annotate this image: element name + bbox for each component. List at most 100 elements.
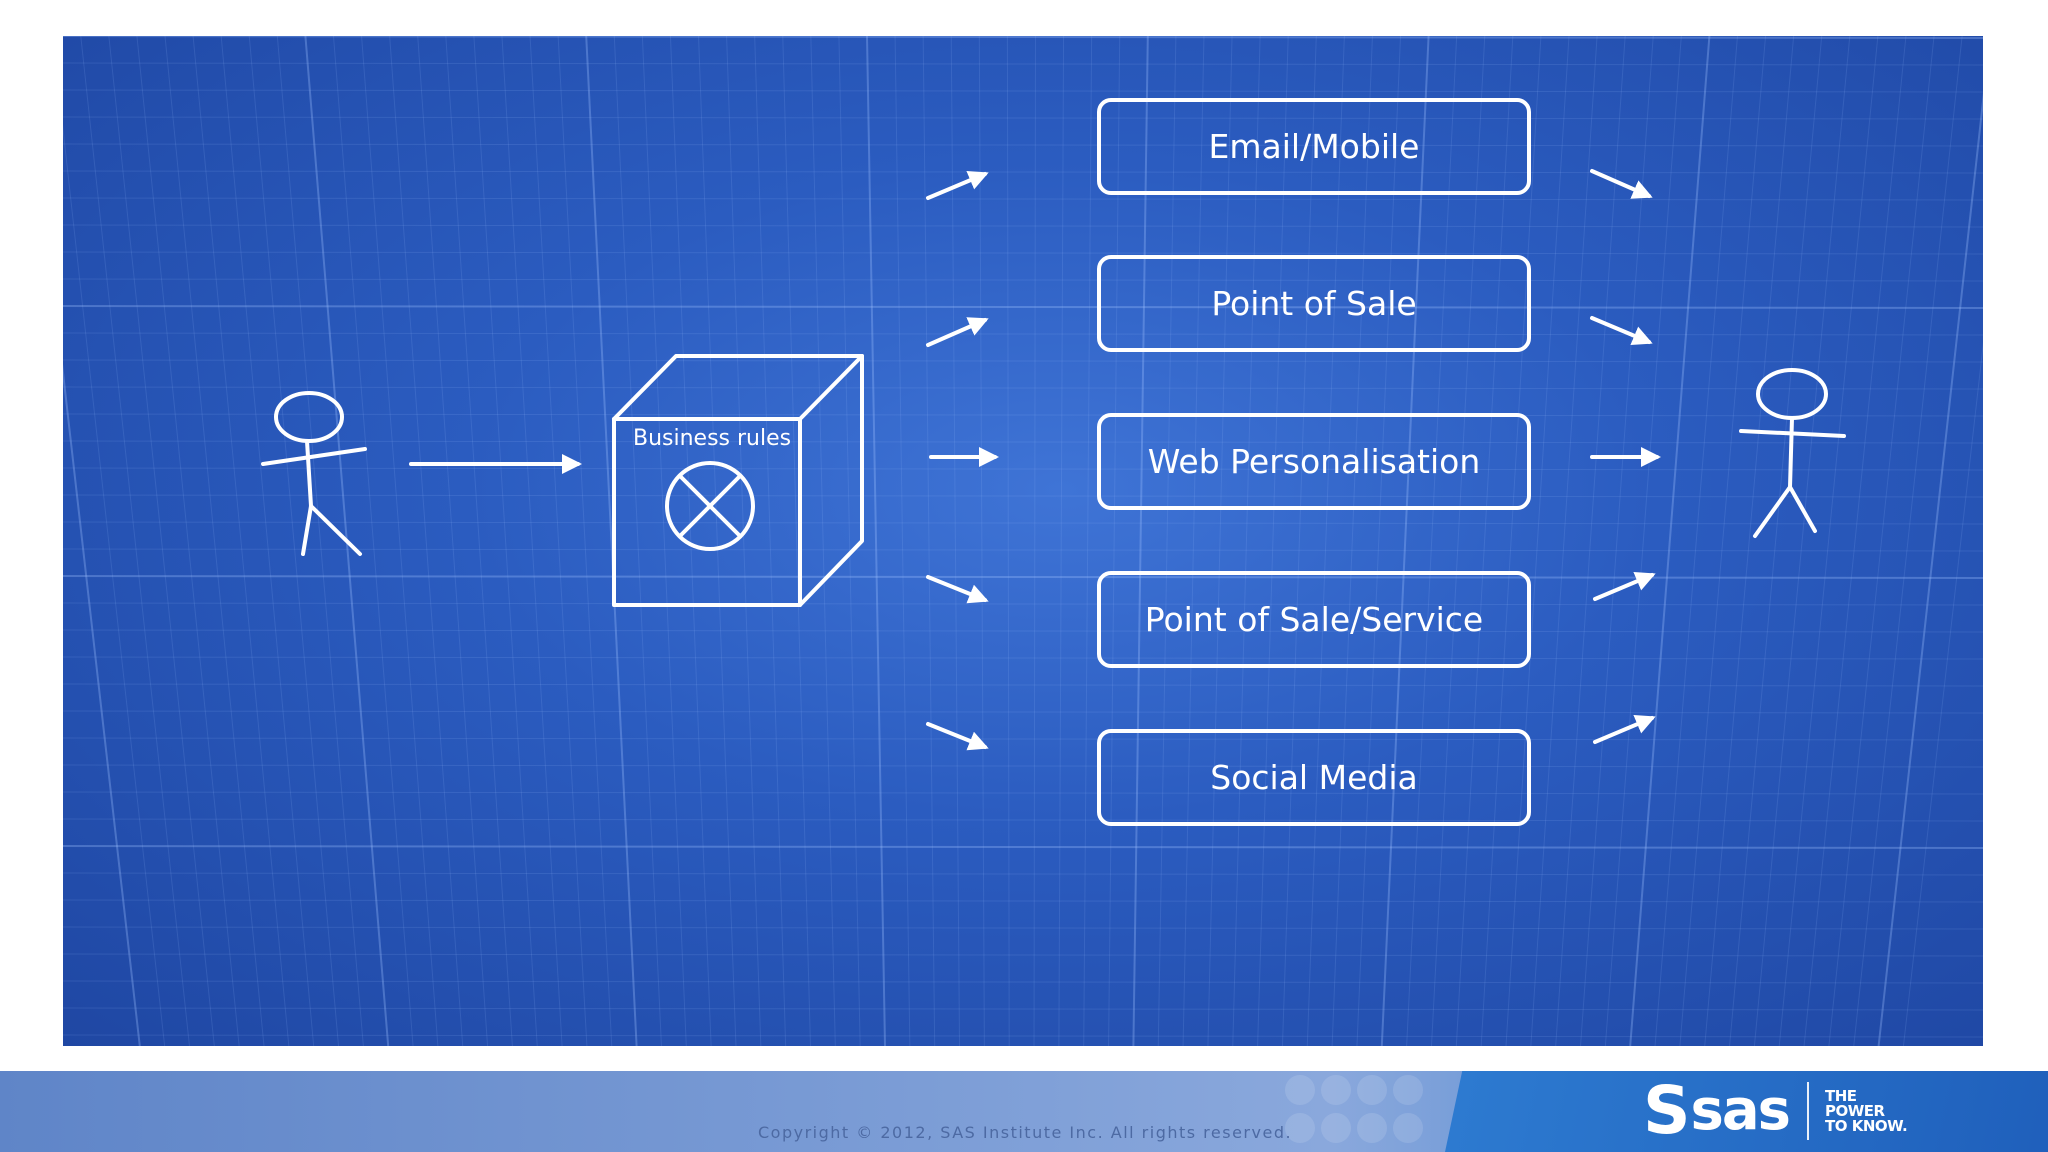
grid-line <box>63 332 1983 336</box>
grid-line <box>1132 36 1149 1046</box>
grid-line <box>63 170 1983 174</box>
grid-line <box>1877 92 1983 1046</box>
grid-line <box>63 845 1983 849</box>
grid-line <box>950 36 961 1046</box>
grid-line <box>63 737 1983 741</box>
grid-line <box>726 36 762 1046</box>
grid-line <box>63 386 1983 390</box>
grid-line <box>922 36 936 1046</box>
grid-line <box>63 548 1983 552</box>
grid-line <box>1058 36 1065 1046</box>
grid-line <box>63 36 1983 39</box>
grid-line <box>557 36 613 1046</box>
grid-line <box>1580 36 1654 1046</box>
arrow-icon <box>926 722 989 751</box>
grid-line <box>63 710 1983 714</box>
logo-divider <box>1807 1082 1809 1140</box>
grid-line <box>63 62 1983 66</box>
grid-line <box>1654 36 1738 1046</box>
arrow-icon <box>1590 169 1653 199</box>
grid-line <box>1629 36 1711 1046</box>
tagline-line: THE <box>1825 1086 1857 1105</box>
grid-line <box>63 143 1983 147</box>
blueprint-canvas: Business rules Email/Mobile Point of Sal… <box>63 36 1983 1046</box>
grid-line <box>1555 36 1626 1046</box>
grid-line <box>63 224 1983 228</box>
grid-line <box>63 413 1983 417</box>
grid-line <box>1356 36 1402 1046</box>
footer-dots-decoration <box>1285 1075 1423 1143</box>
arrow-icon <box>1593 714 1656 744</box>
grid-line <box>361 36 439 1046</box>
grid-line <box>276 36 364 1046</box>
grid-line <box>63 764 1983 768</box>
arrow-icon <box>926 575 989 604</box>
grid-line <box>1182 36 1205 1046</box>
grid-line <box>63 1007 1983 1011</box>
channel-box-web-personalisation: Web Personalisation <box>1097 413 1531 510</box>
grid-line <box>1853 36 1963 1046</box>
grid-line <box>1729 36 1823 1046</box>
grid-line <box>63 683 1983 687</box>
grid-line <box>1679 36 1767 1046</box>
channel-box-point-of-sale: Point of Sale <box>1097 255 1531 352</box>
grid-line <box>1753 36 1851 1046</box>
arrow-icon <box>1593 571 1656 601</box>
grid-line <box>1306 36 1345 1046</box>
grid-line <box>782 36 811 1046</box>
grid-line <box>63 521 1983 525</box>
grid-line <box>63 89 1983 93</box>
grid-line <box>1455 36 1514 1046</box>
grid-line <box>63 124 166 1046</box>
grid-line <box>63 575 1983 579</box>
circled-x-icon <box>665 461 755 551</box>
grid-line <box>1778 36 1879 1046</box>
grid-line <box>698 36 737 1046</box>
grid-line <box>1232 36 1261 1046</box>
grid-line <box>63 818 1983 822</box>
business-rules-cube-icon <box>612 354 864 607</box>
grid-line <box>1157 36 1177 1046</box>
tagline-line: TO KNOW. <box>1825 1116 1908 1135</box>
grid-line <box>1207 36 1233 1046</box>
channel-box-social-media: Social Media <box>1097 729 1531 826</box>
grid-line <box>585 36 638 1046</box>
grid-line <box>63 359 1983 363</box>
arrow-icon <box>926 317 989 347</box>
grid-line <box>63 467 1983 471</box>
grid-line <box>1828 36 1935 1046</box>
grid-line <box>501 36 563 1046</box>
grid-line <box>136 36 240 1046</box>
grid-line <box>1331 36 1373 1046</box>
channel-box-email-mobile: Email/Mobile <box>1097 98 1531 195</box>
grid-line <box>63 602 1983 606</box>
grid-line <box>63 278 1983 282</box>
grid-line <box>63 251 1983 255</box>
grid-line <box>1033 36 1036 1046</box>
grid-line <box>1704 36 1795 1046</box>
grid-line <box>63 629 1983 633</box>
grid-line <box>669 36 712 1046</box>
grid-line <box>63 980 1983 984</box>
grid-line <box>1257 36 1289 1046</box>
sas-logo-icon: S sas THE POWER TO KNOW. <box>1643 1076 2023 1146</box>
grid-line <box>417 36 489 1046</box>
diagram-drawing <box>261 169 1846 751</box>
blueprint-grid <box>63 36 1983 1046</box>
grid-line <box>63 440 1983 444</box>
grid-line <box>810 36 836 1046</box>
grid-line <box>1902 341 1983 1046</box>
grid-line <box>63 899 1983 903</box>
customer-stick-figure-icon <box>1739 368 1846 538</box>
tagline-line: POWER <box>1825 1101 1885 1120</box>
grid-line <box>1108 36 1121 1046</box>
grid-line <box>389 36 464 1046</box>
channel-box-point-of-sale-service: Point of Sale/Service <box>1097 571 1531 668</box>
sas-logo-wordmark: sas <box>1690 1078 1791 1143</box>
grid-line <box>1480 36 1542 1046</box>
grid-line <box>63 953 1983 957</box>
grid-line <box>108 36 215 1046</box>
arrow-icon <box>1590 316 1653 346</box>
grid-line <box>1505 36 1570 1046</box>
grid-line <box>63 363 141 1046</box>
